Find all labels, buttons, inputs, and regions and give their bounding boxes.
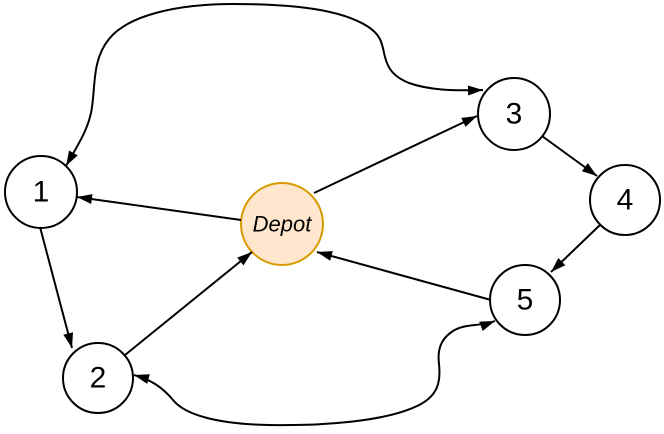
- edge-1-2: [39, 226, 73, 349]
- node-1-label: 1: [33, 176, 50, 209]
- node-depot-circle: [240, 182, 324, 266]
- edge-depot-3: [313, 115, 478, 194]
- edge-5-depot: [316, 251, 492, 301]
- edge-3-4: [541, 135, 598, 177]
- node-4-circle: [589, 164, 661, 236]
- edge-1-3-curve: [65, 2, 484, 167]
- node-3-label: 3: [506, 98, 523, 131]
- node-2-label: 2: [90, 362, 107, 395]
- edge-2-depot: [124, 251, 253, 356]
- edge-depot-1: [76, 194, 242, 221]
- edge-4-5: [550, 224, 601, 273]
- node-4-label: 4: [617, 184, 634, 217]
- node-2-circle: [62, 342, 134, 414]
- edge-2-5-curve: [133, 320, 496, 427]
- node-depot-label: Depot: [253, 212, 313, 237]
- node-5-label: 5: [517, 284, 534, 317]
